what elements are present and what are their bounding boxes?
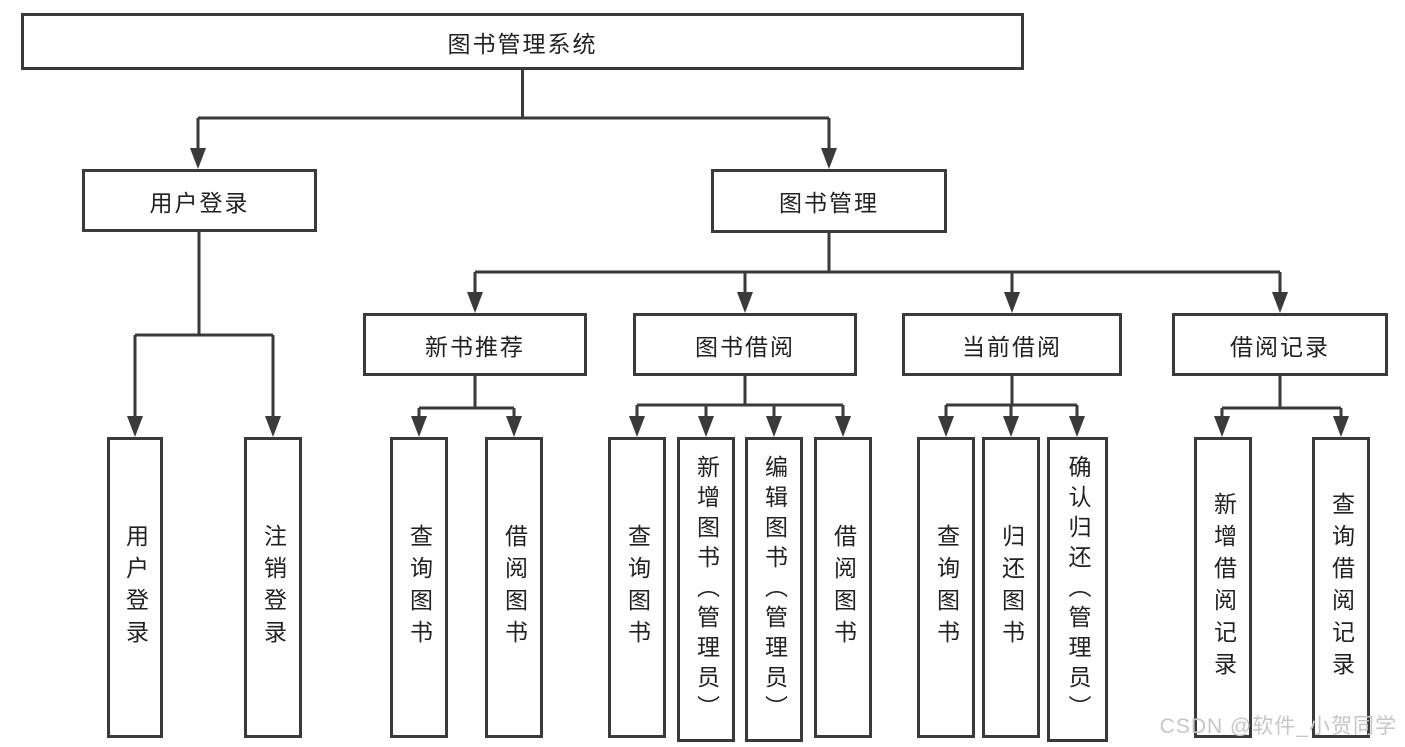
csdn-watermark: CSDN @软件_小贺同学 [1159, 715, 1397, 738]
leaf-query-books-2: 查询图书 [608, 437, 666, 738]
node-label: 查询图书 [406, 523, 433, 652]
node-label: 借阅记录 [1230, 333, 1330, 360]
node-label: 新增借阅记录 [1210, 491, 1237, 684]
node-label: 归还图书 [998, 523, 1025, 652]
leaf-query-borrow-record: 查询借阅记录 [1312, 437, 1370, 738]
node-label: 当前借阅 [962, 333, 1062, 360]
node-new-book-recommend: 新书推荐 [363, 313, 587, 376]
node-library-management-system: 图书管理系统 [21, 13, 1024, 70]
node-label: 查询图书 [624, 523, 651, 652]
leaf-confirm-return-admin: 确认归还（管理员） [1047, 437, 1108, 742]
leaf-logout: 注销登录 [244, 437, 302, 738]
leaf-edit-book-admin: 编辑图书（管理员） [745, 437, 803, 742]
leaf-borrow-books-2: 借阅图书 [814, 437, 872, 738]
leaf-user-login: 用户登录 [107, 437, 163, 738]
node-label: 查询图书 [933, 523, 960, 652]
node-current-borrow: 当前借阅 [902, 313, 1122, 376]
node-label: 新增图书（管理员） [693, 454, 720, 725]
node-label: 编辑图书（管理员） [761, 454, 788, 725]
node-label: 借阅图书 [830, 523, 857, 652]
node-label: 新书推荐 [425, 333, 525, 360]
leaf-return-book: 归还图书 [982, 437, 1040, 738]
node-label: 图书管理 [779, 190, 879, 216]
node-label: 图书管理系统 [447, 30, 598, 57]
node-book-borrow: 图书借阅 [633, 313, 857, 376]
leaf-add-book-admin: 新增图书（管理员） [677, 437, 735, 742]
node-label: 查询借阅记录 [1328, 491, 1355, 684]
node-label: 注销登录 [260, 523, 287, 652]
node-borrow-record: 借阅记录 [1172, 313, 1388, 376]
node-label: 用户登录 [149, 189, 250, 216]
node-book-management: 图书管理 [711, 169, 947, 233]
leaf-add-borrow-record: 新增借阅记录 [1194, 437, 1252, 738]
node-label: 确认归还（管理员） [1065, 454, 1091, 725]
leaf-borrow-books-1: 借阅图书 [485, 437, 543, 738]
leaf-query-books-3: 查询图书 [917, 437, 975, 738]
leaf-query-books-1: 查询图书 [390, 437, 448, 738]
node-label: 图书借阅 [695, 333, 795, 360]
node-user-login: 用户登录 [82, 169, 317, 232]
node-label: 用户登录 [122, 523, 149, 652]
node-label: 借阅图书 [501, 523, 528, 652]
